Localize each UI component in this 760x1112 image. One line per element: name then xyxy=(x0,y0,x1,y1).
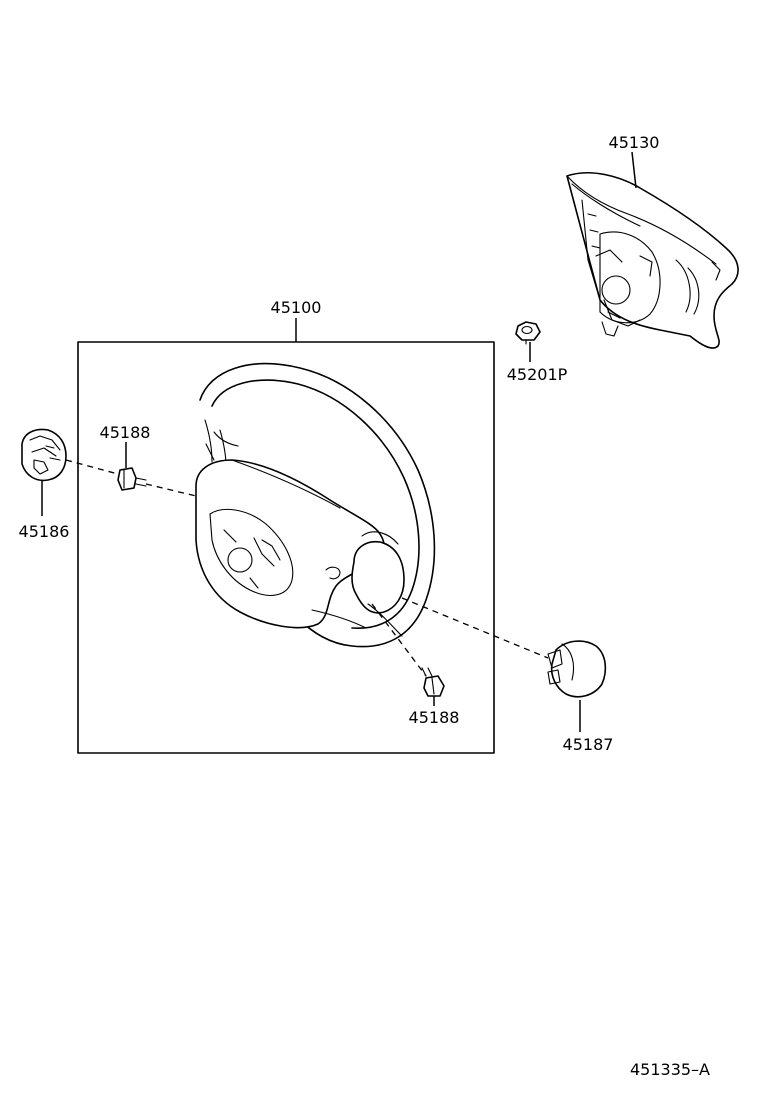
part-label-45201p: 45201P xyxy=(507,365,568,384)
screw-45188-bottom[interactable] xyxy=(421,667,445,697)
part-label-45188-left: 45188 xyxy=(100,423,151,442)
screw-45188-left[interactable] xyxy=(117,467,147,491)
diagram-reference-code: 451335–A xyxy=(630,1060,710,1079)
leader-45130 xyxy=(631,151,637,189)
part-label-45187: 45187 xyxy=(563,735,614,754)
steering-wheel-45100[interactable] xyxy=(195,362,436,648)
assembly-frame-45100 xyxy=(77,341,495,754)
dashed-line-wheel-to-45187 xyxy=(401,597,549,659)
dashed-line-screw-to-wheel xyxy=(145,483,197,497)
part-label-45100: 45100 xyxy=(271,298,322,317)
part-label-45188-bottom: 45188 xyxy=(409,708,460,727)
nut-45201p[interactable] xyxy=(515,321,541,345)
airbag-assembly-45130[interactable] xyxy=(566,172,739,349)
cover-45186[interactable] xyxy=(21,428,67,482)
dashed-line-wheel-to-screw-bottom xyxy=(371,603,427,677)
dashed-line-45186-to-screw xyxy=(65,459,119,475)
part-label-45130: 45130 xyxy=(609,133,660,152)
part-label-45186: 45186 xyxy=(19,522,70,541)
cap-45187[interactable] xyxy=(547,640,607,698)
